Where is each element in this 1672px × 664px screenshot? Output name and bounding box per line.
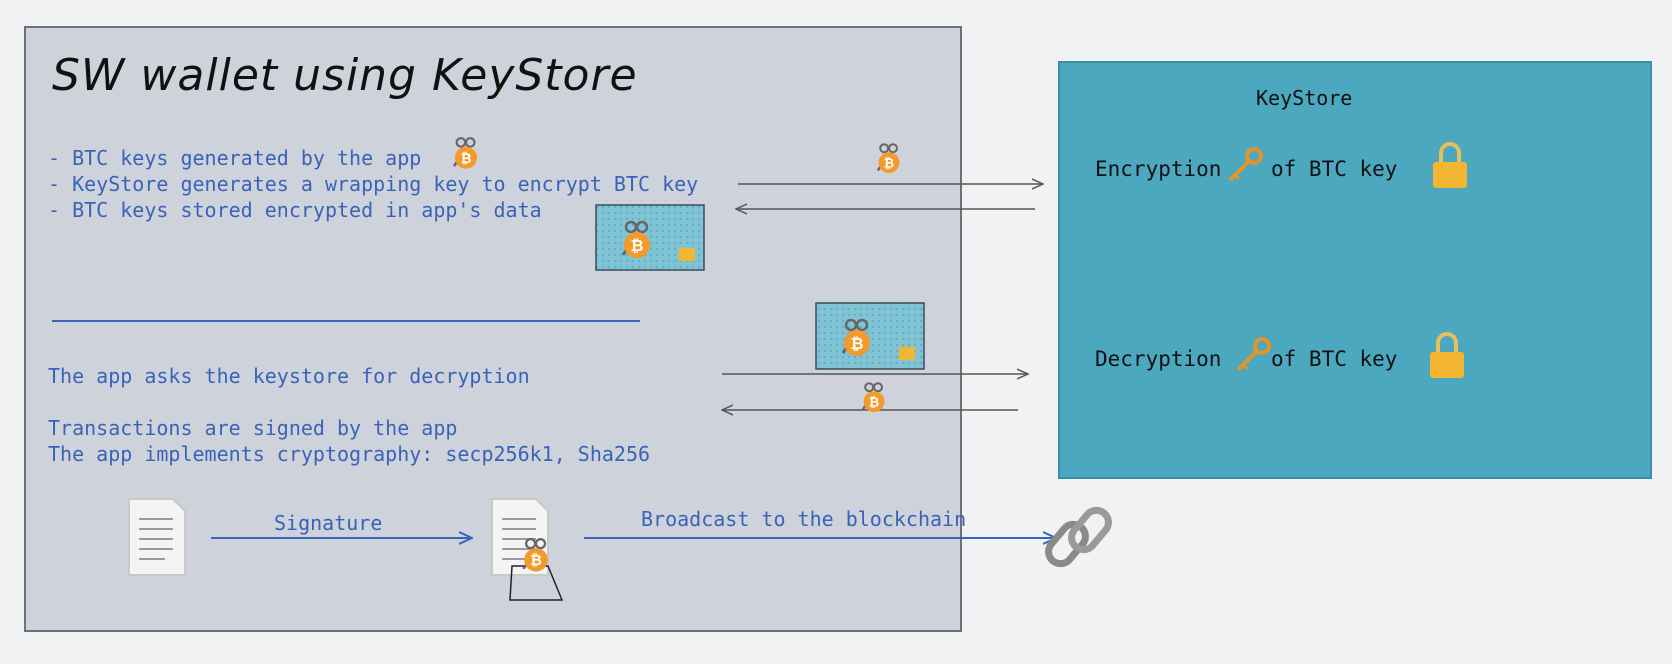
bitcoin-key-icon: [621, 220, 652, 260]
wallet-title: SW wallet using KeyStore: [52, 50, 638, 101]
bitcoin-key-icon: [522, 537, 550, 573]
bitcoin-key-icon: [452, 136, 479, 171]
lock-icon: [1428, 332, 1466, 380]
lock-icon: [899, 347, 915, 360]
crypto-text: The app implements cryptography: secp256…: [48, 442, 651, 466]
encryption-prefix: Encryption: [1095, 157, 1222, 181]
decrypt-request-text: The app asks the keystore for decryption: [48, 364, 530, 388]
encryption-suffix: of BTC key: [1271, 157, 1398, 181]
chain-link-icon: [1045, 506, 1112, 568]
lock-icon: [1431, 142, 1469, 190]
decryption-suffix: of BTC key: [1271, 347, 1398, 371]
keystore-title: KeyStore: [1256, 86, 1353, 110]
key-icon: [1236, 337, 1271, 372]
keystore-panel: [1058, 61, 1652, 479]
decryption-prefix: Decryption: [1095, 347, 1222, 371]
document-icon: [128, 498, 186, 576]
broadcast-label: Broadcast to the blockchain: [641, 507, 967, 531]
bullet-keys-generated: - BTC keys generated by the app: [48, 146, 422, 170]
key-icon: [1228, 147, 1263, 182]
bullet-keys-stored: - BTC keys stored encrypted in app's dat…: [48, 198, 542, 222]
bullet-wrapping-key: - KeyStore generates a wrapping key to e…: [48, 172, 699, 196]
signature-label: Signature: [274, 511, 383, 535]
signed-text: Transactions are signed by the app: [48, 416, 458, 440]
section-divider: [52, 320, 640, 322]
lock-icon: [679, 248, 695, 261]
bitcoin-key-icon: [841, 318, 872, 358]
bitcoin-key-icon: [876, 142, 901, 175]
bitcoin-key-icon: [861, 382, 886, 414]
